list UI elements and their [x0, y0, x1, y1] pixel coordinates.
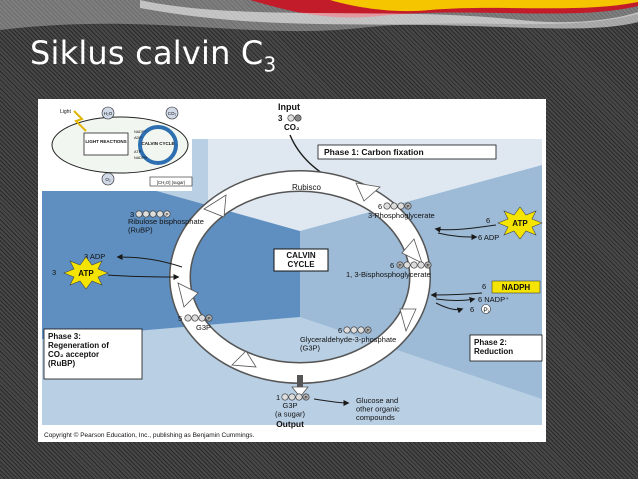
inset-light-label: Light	[60, 109, 71, 115]
inset-o2: O₂	[105, 177, 111, 182]
inset-calvin-cycle: CALVIN CYCLE	[142, 141, 175, 146]
inset-nadph: NADPH	[134, 156, 148, 160]
output-count: 1	[276, 393, 280, 402]
rubisco-label: Rubisco	[292, 183, 321, 192]
calvin-cycle-mini-ring	[138, 125, 178, 165]
slide-title-main: Siklus calvin C	[30, 34, 264, 72]
svg-text:P: P	[165, 212, 168, 217]
phase2-label: Phase 2:Reduction	[474, 338, 513, 356]
output-g3p: G3P(a sugar)	[275, 401, 306, 418]
inset-co2: CO₂	[168, 111, 177, 116]
atp-in-count: 6	[486, 216, 490, 225]
inset-adp: ADP	[134, 136, 142, 140]
regen-atp-burst: ATP	[78, 269, 94, 278]
pga-count: 6	[378, 202, 382, 211]
regen-atp-count: 3	[52, 268, 56, 277]
inset-sugar: [CH₂O] (sugar)	[157, 180, 186, 185]
phase1-panel	[208, 139, 542, 231]
g3p5-label: G3P	[196, 323, 211, 332]
regen-adp: 3 ADP	[84, 252, 105, 261]
inset-nadp: NADP⁺	[134, 130, 147, 134]
bpg-count: 6	[390, 261, 394, 270]
overview-inset: Light H₂O CO₂ LIGHT REACTIONS CALVIN CYC…	[42, 103, 193, 191]
calvin-cycle-figure: Light H₂O CO₂ LIGHT REACTIONS CALVIN CYC…	[38, 99, 546, 442]
svg-text:P: P	[406, 204, 409, 209]
svg-text:P: P	[304, 395, 307, 400]
copyright-notice: Copyright © Pearson Education, Inc., pub…	[44, 432, 255, 439]
co2-bubble	[165, 106, 179, 120]
atp-burst-icon	[497, 206, 543, 240]
rubp-count: 3	[130, 210, 134, 219]
slide-title-subscript: 3	[263, 52, 277, 77]
phase1-label: Phase 1: Carbon fixation	[324, 147, 424, 157]
light-reactions-box	[83, 132, 129, 156]
adp-out: 6 ADP	[478, 233, 499, 242]
g3p6-label: Glyceraldehyde-3-phosphate(G3P)	[300, 335, 396, 352]
cycle-ring	[170, 171, 430, 383]
phosphate-labels: P P P P P P P	[165, 204, 429, 400]
atp-in-burst: ATP	[512, 219, 528, 228]
inset-light-reactions: LIGHT REACTIONS	[85, 139, 126, 144]
calvin-cycle-diagram: Light H₂O CO₂ LIGHT REACTIONS CALVIN CYC…	[42, 102, 543, 429]
cycle-arrowheads	[177, 182, 423, 368]
rubp-label: Ribulose bisphosphate(RuBP)	[128, 217, 204, 234]
output-label: Output	[276, 419, 304, 429]
phase3-panel	[42, 159, 300, 339]
lightning-icon	[73, 110, 87, 132]
nadph-count: 6	[482, 282, 486, 291]
h2o-bubble	[101, 106, 115, 120]
inset-h2o: H₂O	[104, 111, 113, 116]
g3p6-count: 6	[338, 326, 342, 335]
regen-atp-burst-icon	[63, 256, 109, 290]
pga-label: 3-Phosphoglycerate	[368, 211, 435, 220]
o2-bubble	[101, 172, 115, 186]
input-molecule: CO₂	[284, 123, 300, 132]
bpg-label: 1, 3-Bisphosphoglycerate	[346, 270, 431, 279]
nadp-out: 6 NADP⁺	[478, 295, 509, 304]
svg-text:P: P	[426, 263, 429, 268]
inset-atp: ATP	[134, 150, 142, 154]
input-count: 3	[278, 114, 283, 123]
g3p5-count: 5	[178, 314, 182, 323]
input-label: Input	[278, 102, 300, 112]
pi-out-count: 6	[470, 305, 474, 314]
nadph-box-label: NADPH	[502, 283, 531, 292]
svg-text:P: P	[366, 328, 369, 333]
pi-circle	[481, 304, 491, 314]
pi-out: Pᵢ	[483, 307, 488, 314]
svg-text:P: P	[398, 263, 401, 268]
svg-text:P: P	[207, 316, 210, 321]
slide-title: Siklus calvin C3	[30, 34, 276, 76]
